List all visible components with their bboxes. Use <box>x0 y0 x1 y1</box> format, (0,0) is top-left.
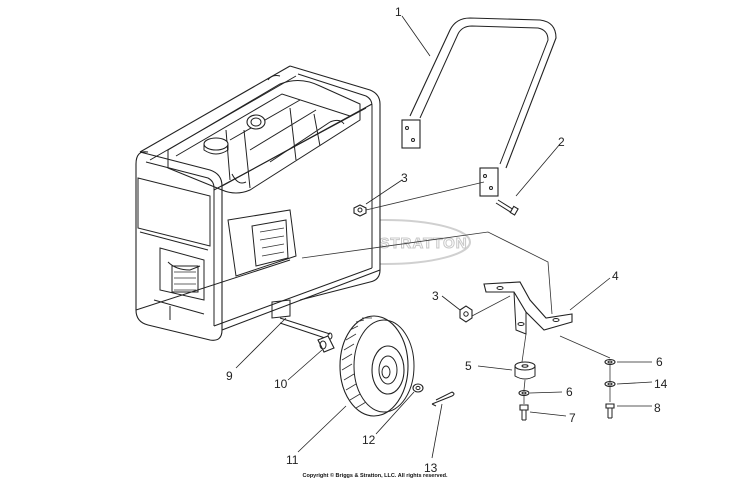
assembly-lines <box>301 181 611 404</box>
wheel-part-11 <box>339 315 415 417</box>
handle-left-plate <box>401 119 421 149</box>
rubber-foot-part-5 <box>514 361 536 380</box>
washer-part-6-right <box>604 358 616 366</box>
spacer-part-10 <box>317 335 335 353</box>
callout-6-left: 6 <box>566 385 573 399</box>
lock-washer-part-14 <box>604 380 616 388</box>
hairpin-part-13 <box>431 391 455 407</box>
generator-assembly <box>135 65 381 341</box>
callout-13: 13 <box>424 461 438 475</box>
callout-12: 12 <box>362 433 376 447</box>
callout-14: 14 <box>654 377 668 391</box>
callout-9: 9 <box>226 369 233 383</box>
bolt-part-2 <box>495 199 519 216</box>
callout-4: 4 <box>612 269 619 283</box>
washer-part-12 <box>412 383 424 393</box>
callout-11: 11 <box>286 453 299 467</box>
callout-3-lower: 3 <box>432 289 439 303</box>
washer-part-6-left <box>518 389 530 397</box>
bracket-part-4 <box>483 281 573 335</box>
handle-part-1 <box>401 17 557 197</box>
bolt-part-7 <box>519 404 529 421</box>
callout-leaders <box>235 15 653 459</box>
callout-2: 2 <box>558 135 565 149</box>
callout-1: 1 <box>395 5 402 19</box>
callout-7: 7 <box>569 411 576 425</box>
nut-part-3-lower <box>459 305 473 323</box>
callout-10: 10 <box>274 377 288 391</box>
nut-part-3-upper <box>353 204 367 217</box>
callout-labels: 1 2 3 3 4 5 6 6 7 8 9 10 11 12 13 14 <box>226 5 668 475</box>
callout-5: 5 <box>465 359 472 373</box>
callout-3-upper: 3 <box>401 171 408 185</box>
axle-part-9 <box>279 317 333 340</box>
bolt-part-8 <box>605 403 615 419</box>
callout-6-right: 6 <box>656 355 663 369</box>
copyright-notice: Copyright © Briggs & Stratton, LLC. All … <box>302 473 448 479</box>
callout-8: 8 <box>654 401 661 415</box>
